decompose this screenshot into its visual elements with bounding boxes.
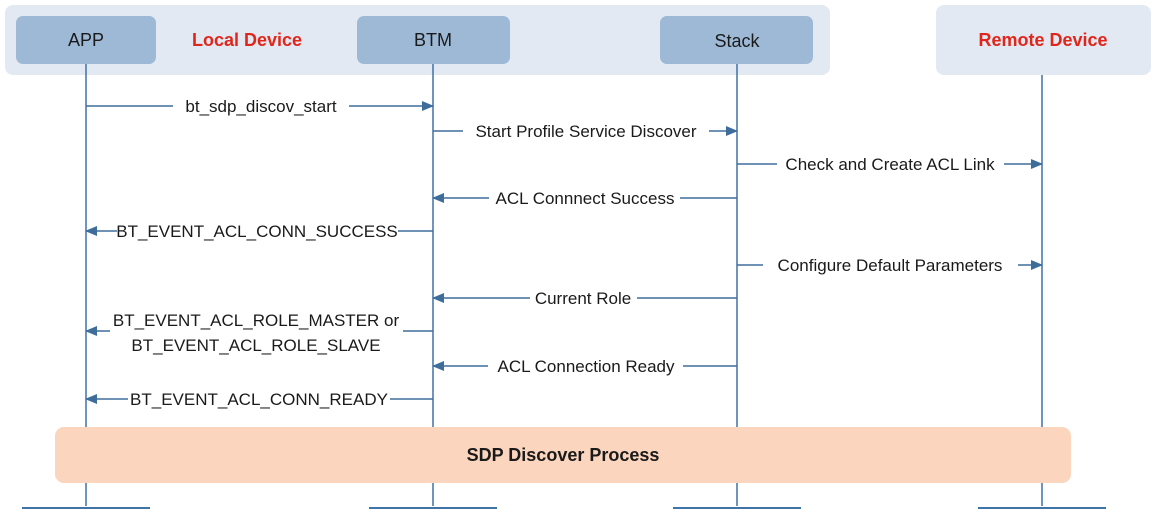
- msg-4-label: ACL Connnect Success: [496, 189, 675, 208]
- msg-5-label: BT_EVENT_ACL_CONN_SUCCESS: [116, 222, 398, 241]
- btm-actor-box: [357, 16, 510, 64]
- msg-7-label: Current Role: [535, 289, 631, 308]
- msg-6-label: Configure Default Parameters: [778, 256, 1003, 275]
- stack-actor-box: [660, 16, 813, 64]
- remote-device-group: [936, 5, 1151, 75]
- msg-10-label: BT_EVENT_ACL_CONN_READY: [130, 390, 388, 409]
- app-actor-box: [16, 16, 156, 64]
- btm-actor-label: BTM: [414, 30, 452, 50]
- msg-3-label: Check and Create ACL Link: [785, 155, 995, 174]
- sdp-process-label: SDP Discover Process: [467, 445, 660, 465]
- app-actor-label: APP: [68, 30, 104, 50]
- msg-9-label: ACL Connection Ready: [497, 357, 675, 376]
- remote-device-label: Remote Device: [978, 30, 1107, 50]
- sdp-process-bar: [55, 427, 1071, 483]
- msg-8-label-line-1: BT_EVENT_ACL_ROLE_MASTER or: [113, 311, 400, 330]
- stack-actor-label: Stack: [714, 31, 760, 51]
- msg-1-label: bt_sdp_discov_start: [185, 97, 336, 116]
- msg-8-label-line-2: BT_EVENT_ACL_ROLE_SLAVE: [131, 336, 380, 355]
- msg-2-label: Start Profile Service Discover: [475, 122, 696, 141]
- local-device-label: Local Device: [192, 30, 302, 50]
